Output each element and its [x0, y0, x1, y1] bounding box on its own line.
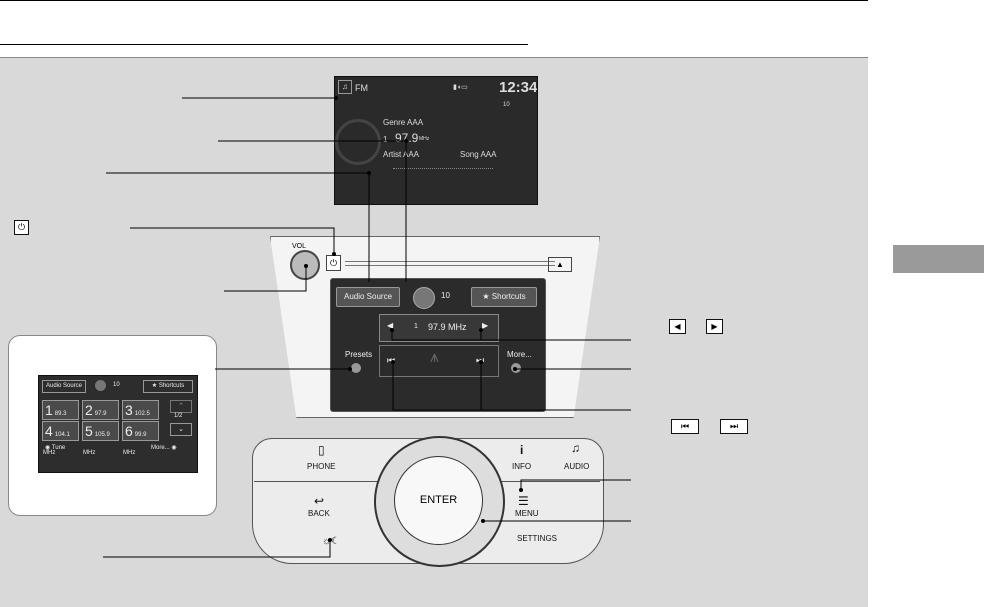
- music-note-icon: ♫: [571, 441, 580, 455]
- preset-num: 1: [45, 402, 53, 418]
- preset-num: 5: [85, 423, 93, 439]
- star-icon: ★: [482, 292, 492, 301]
- menu-icon: ☰: [518, 494, 529, 508]
- tune-knob-icon: ◉: [45, 445, 52, 451]
- eject-button[interactable]: ▲: [548, 257, 572, 272]
- more-knob-icon: ◉: [169, 445, 177, 451]
- song-text: Song AAA: [460, 150, 497, 159]
- lower-touchscreen: Audio Source 10 ★ Shortcuts ◀ 1 97.9 MHz…: [330, 278, 546, 412]
- audio-button[interactable]: AUDIO: [564, 462, 590, 471]
- menu-button[interactable]: MENU: [515, 509, 539, 518]
- artist-text: Artist AAA: [383, 150, 420, 159]
- frequency-bar: ◀ 1 97.9 MHz ▶: [379, 314, 499, 342]
- vol-label: VOL: [292, 243, 307, 250]
- skip-back-button[interactable]: ⏮: [387, 355, 396, 365]
- tuning-scale: [393, 168, 493, 174]
- skip-forward-button[interactable]: ⏭: [476, 355, 485, 365]
- disc-slot: [345, 261, 555, 266]
- preset-number: 1: [414, 323, 418, 330]
- inset-shortcuts-label: Shortcuts: [158, 383, 185, 389]
- settings-button[interactable]: SETTINGS: [517, 534, 558, 543]
- inset-shortcuts-button[interactable]: ★ Shortcuts: [143, 380, 193, 393]
- preset-number: 1: [383, 135, 388, 144]
- preset-num: 2: [85, 402, 93, 418]
- volume-readout: 10: [503, 102, 510, 108]
- shortcuts-label: Shortcuts: [491, 292, 526, 301]
- skip-bar: ⏮ ⩚ ⏭: [379, 345, 499, 377]
- top-rule: [0, 0, 868, 1]
- back-arrow-icon: ↩: [314, 494, 325, 508]
- tune-button[interactable]: ◉ Tune: [45, 444, 65, 451]
- page-down-button[interactable]: ⌄: [170, 423, 192, 436]
- seek-left-icon: ◀: [669, 319, 686, 334]
- seek-up-button[interactable]: ▶: [482, 321, 489, 330]
- inset-more-button[interactable]: More... ◉: [151, 444, 177, 451]
- inset-radio-icon: [95, 380, 106, 391]
- preset-button-2[interactable]: 297.9 MHz: [82, 400, 119, 435]
- source-label: FM: [355, 83, 368, 93]
- power-icon: ⏻: [14, 220, 29, 235]
- inset-audio-source-button[interactable]: Audio Source: [42, 380, 86, 393]
- presets-inset-screen: Audio Source 10 ★ Shortcuts 189.3 MHz 29…: [38, 375, 198, 473]
- info-icon: i: [520, 443, 524, 457]
- enter-button[interactable]: ENTER: [394, 456, 483, 545]
- presets-label: Presets: [345, 350, 373, 359]
- page-indicator: 1/2: [174, 413, 183, 419]
- shortcuts-button[interactable]: ★ Shortcuts: [471, 287, 537, 307]
- back-button[interactable]: BACK: [308, 509, 330, 518]
- frequency-text: 97.9 MHz: [428, 322, 467, 332]
- skip-right-icon: ⏭: [720, 419, 748, 434]
- preset-freq: 104.1 MHz: [43, 432, 70, 456]
- phone-button[interactable]: PHONE: [307, 462, 336, 471]
- seek-down-button[interactable]: ◀: [387, 321, 394, 330]
- star-icon: ★: [151, 383, 159, 389]
- tune-label: Tune: [51, 445, 66, 451]
- preset-num: 6: [125, 423, 133, 439]
- radio-icon: [413, 287, 435, 309]
- inset-volume: 10: [113, 382, 120, 388]
- page-up-button[interactable]: ⌃: [170, 400, 192, 413]
- inset-more-label: More...: [151, 445, 170, 451]
- clock: 12:34: [499, 79, 538, 96]
- status-icons: ▮◖▭: [453, 84, 468, 91]
- music-note-icon: ♫: [338, 80, 352, 94]
- header-rule: [0, 44, 528, 45]
- preset-freq: 105.9 MHz: [83, 432, 110, 456]
- preset-freq: 99.9 MHz: [123, 432, 147, 456]
- info-button[interactable]: INFO: [512, 462, 532, 471]
- genre-text: Genre AAA: [383, 118, 424, 127]
- volume-value: 10: [441, 291, 450, 300]
- seek-right-icon: ▶: [706, 319, 723, 334]
- frequency-unit: MHz: [419, 136, 430, 142]
- antenna-icon: ⩚: [430, 349, 440, 366]
- more-label: More...: [507, 350, 532, 359]
- preset-num: 4: [45, 423, 53, 439]
- preset-num: 3: [125, 402, 133, 418]
- radio-signal-icon: [335, 119, 381, 165]
- skip-left-icon: ⏮: [671, 419, 699, 434]
- audio-source-button[interactable]: Audio Source: [336, 287, 400, 307]
- chapter-tab: [893, 245, 984, 273]
- presets-button[interactable]: [351, 363, 361, 373]
- phone-icon: ▯: [318, 443, 325, 457]
